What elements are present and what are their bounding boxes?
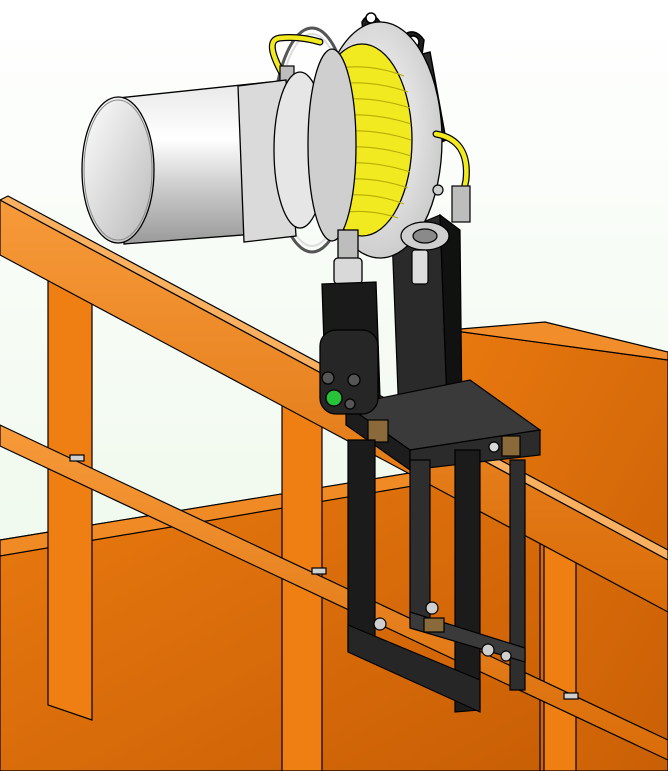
pulley-icon (400, 184, 450, 285)
guardrail-post (47, 269, 93, 721)
sensor-indicator (325, 389, 343, 407)
bronze-pad (367, 419, 389, 443)
motor-icon (81, 48, 357, 245)
yellow-hose (268, 34, 471, 223)
bracket-icon (344, 213, 542, 713)
sensor-icon (319, 229, 381, 415)
bronze-pad (501, 435, 521, 457)
